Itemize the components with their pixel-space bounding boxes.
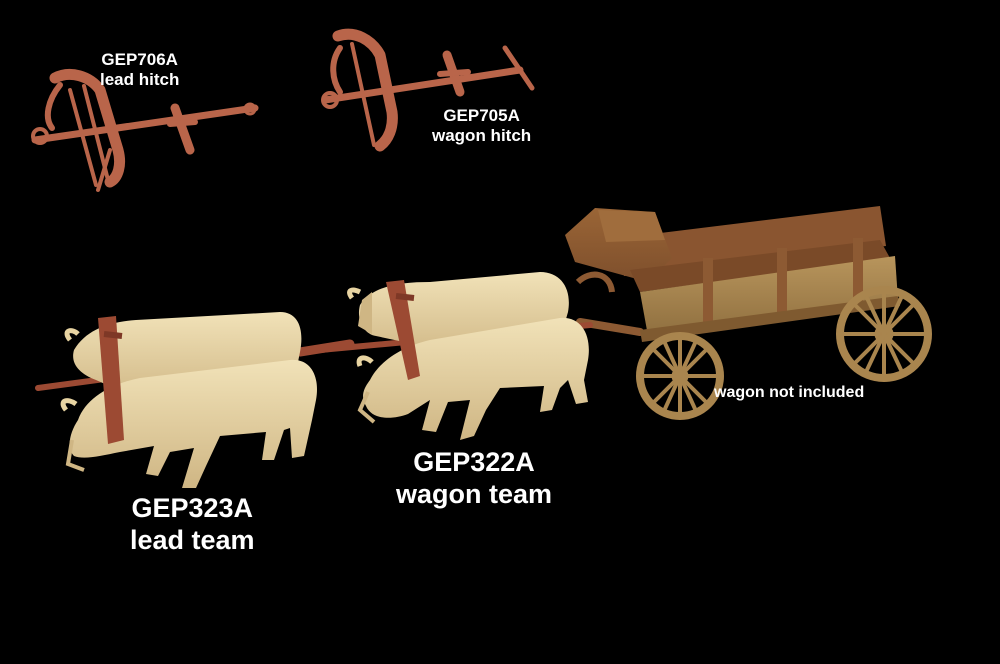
lead-hitch-code: GEP706A <box>101 50 178 69</box>
lead-team-code: GEP323A <box>131 493 254 523</box>
wagon-note-text: wagon not included <box>714 384 865 401</box>
wagon-front-wheel <box>636 332 724 420</box>
wagon-team-code: GEP322A <box>413 447 535 477</box>
wagon-hitch-code: GEP705A <box>443 106 520 125</box>
lead-hitch-name: lead hitch <box>100 69 180 89</box>
wagon-team-label: GEP322A wagon team <box>396 446 552 511</box>
wagon-team-near-ox <box>356 317 589 440</box>
wagon-team-name: wagon team <box>396 479 553 510</box>
lead-hitch-part <box>31 69 259 192</box>
lead-team-oxen <box>60 312 317 488</box>
wagon-hitch-part <box>321 28 535 152</box>
lead-team-label: GEP323A lead team <box>130 492 255 557</box>
lead-team-yoke <box>98 316 124 444</box>
wagon-rear-wheel <box>836 286 932 382</box>
wagon-team-yoke <box>386 280 420 380</box>
wagon-not-included-note: wagon not included <box>714 384 864 402</box>
lead-team-near-ox <box>60 359 317 488</box>
wagon-team-oxen <box>347 272 589 440</box>
wagon-hitch-name: wagon hitch <box>432 125 532 145</box>
wagon-stakes <box>703 238 863 326</box>
wagon <box>565 206 932 420</box>
lead-hitch-label: GEP706A lead hitch <box>100 50 179 89</box>
wagon-hitch-label: GEP705A wagon hitch <box>432 106 531 145</box>
lead-team-name: lead team <box>130 525 255 556</box>
